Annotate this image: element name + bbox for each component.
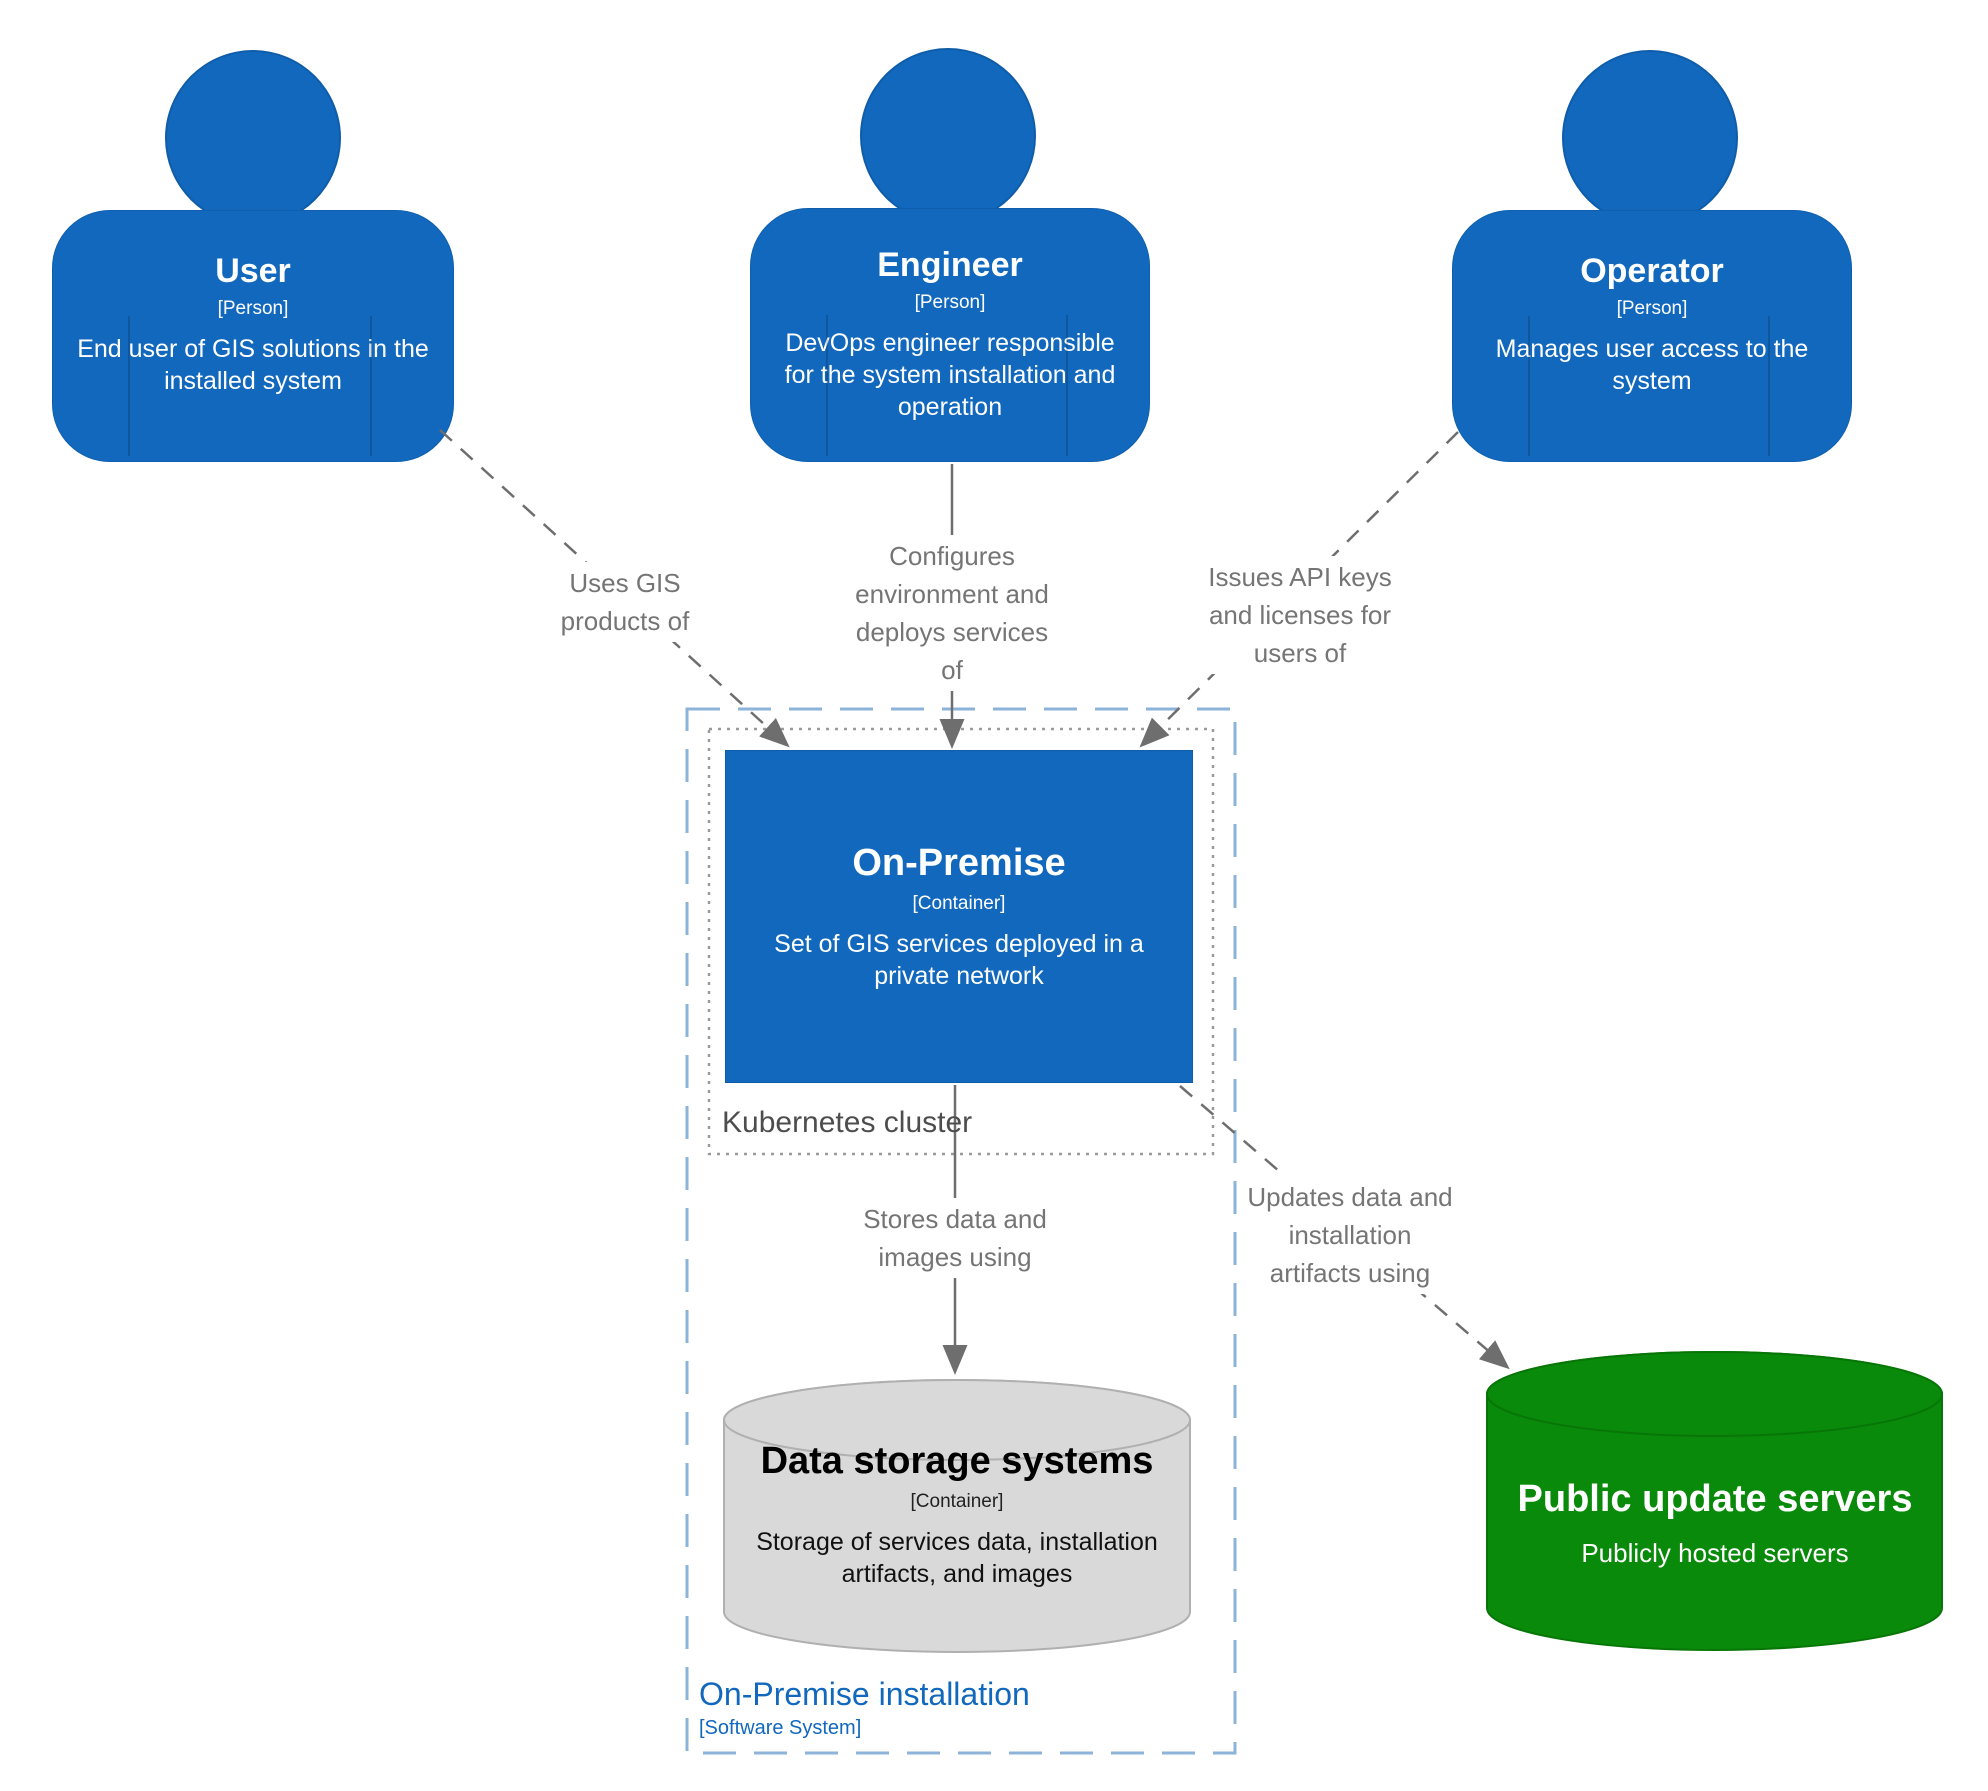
relationship-label-stores-data: Stores data and images using — [842, 1198, 1068, 1278]
user-person-head — [165, 50, 341, 226]
software-system-boundary-title: On-Premise installation — [699, 1676, 1030, 1712]
operator-to-onpremise-arrow — [1139, 431, 1459, 748]
engineer-person-head — [860, 48, 1036, 224]
person-arm-line — [369, 315, 372, 456]
operator-person-shape: Operator [Person] Manages user access to… — [1452, 210, 1852, 462]
person-arm-line — [128, 315, 131, 456]
on-premise-meta: [Container] — [912, 892, 1006, 914]
public-update-cylinder-top — [1486, 1351, 1943, 1437]
operator-meta: [Person] — [1616, 298, 1688, 320]
user-name: User — [215, 252, 291, 290]
engineer-meta: [Person] — [914, 292, 986, 314]
public-update-servers-description: Publicly hosted servers — [1581, 1537, 1849, 1568]
relationship-label-configures: Configures environment and deploys servi… — [833, 535, 1071, 691]
public-update-servers-name: Public update servers — [1517, 1478, 1913, 1520]
data-storage-name: Data storage systems — [760, 1440, 1154, 1482]
user-description: End user of GIS solutions in the install… — [77, 335, 429, 396]
person-arm-line — [1768, 315, 1770, 456]
operator-person-head — [1562, 50, 1738, 226]
user-meta: [Person] — [217, 298, 289, 320]
data-storage-shape-text: Data storage systems [Container] Storage… — [734, 1440, 1180, 1590]
on-premise-name: On-Premise — [852, 842, 1066, 884]
software-system-boundary-meta: [Software System] — [699, 1717, 862, 1739]
public-update-servers-shape-text: Public update servers Publicly hosted se… — [1497, 1478, 1933, 1569]
data-storage-meta: [Container] — [910, 1490, 1004, 1512]
person-arm-line — [1528, 315, 1530, 456]
kubernetes-cluster-label: Kubernetes cluster — [722, 1106, 973, 1139]
data-storage-description: Storage of services data, installation a… — [756, 1527, 1158, 1588]
person-arm-line — [1066, 314, 1068, 456]
relationship-label-issues-api-keys: Issues API keys and licenses for users o… — [1183, 556, 1417, 674]
software-system-boundary — [685, 707, 1237, 1755]
data-storage-cylinder — [723, 1379, 1191, 1653]
onpremise-to-public-servers-arrow — [1179, 1085, 1510, 1370]
engineer-person-shape: Engineer [Person] DevOps engineer respon… — [750, 208, 1150, 462]
user-person-shape: User [Person] End user of GIS solutions … — [52, 210, 454, 462]
relationship-label-uses-gis: Uses GIS products of — [528, 562, 722, 642]
software-system-boundary-label: On-Premise installation [Software System… — [699, 1676, 1030, 1740]
data-storage-cylinder-top — [723, 1379, 1191, 1461]
person-arm-line — [826, 314, 828, 456]
on-premise-description: Set of GIS services deployed in a privat… — [774, 929, 1144, 990]
engineer-description: DevOps engineer responsible for the syst… — [784, 329, 1116, 422]
on-premise-container-shape: On-Premise [Container] Set of GIS servic… — [725, 750, 1193, 1083]
relationship-label-updates-data: Updates data and installation artifacts … — [1243, 1176, 1457, 1294]
operator-name: Operator — [1580, 252, 1724, 290]
operator-description: Manages user access to the system — [1495, 335, 1809, 396]
engineer-name: Engineer — [877, 246, 1023, 284]
public-update-servers-cylinder — [1486, 1351, 1943, 1651]
